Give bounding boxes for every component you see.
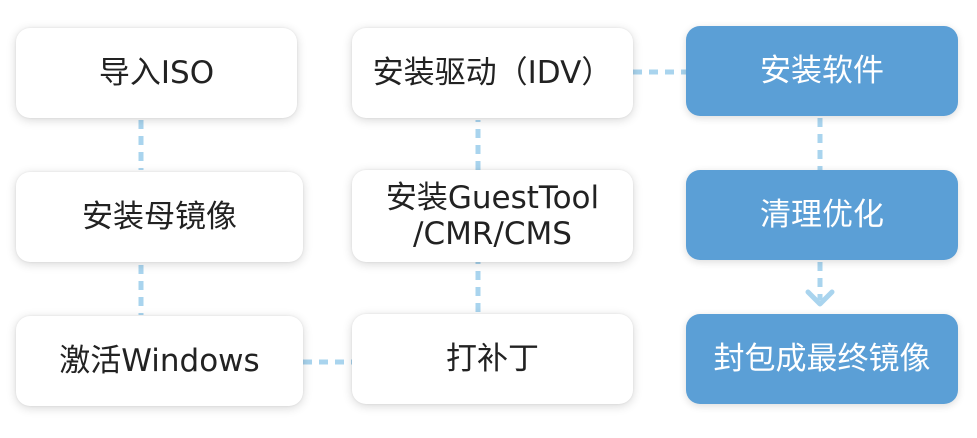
step-install-parent-image-label: 安装母镜像 — [82, 199, 237, 235]
step-install-guesttool-label: 安装GuestTool /CMR/CMS — [385, 180, 600, 252]
arrow-head-icon — [805, 289, 835, 307]
step-package-final-image-label: 封包成最终镜像 — [713, 341, 931, 377]
step-activate-windows-label: 激活Windows — [59, 343, 260, 379]
step-patch: 打补丁 — [352, 314, 633, 404]
step-install-guesttool: 安装GuestTool /CMR/CMS — [352, 170, 633, 262]
step-import-iso-label: 导入ISO — [98, 55, 215, 91]
step-cleanup-optimize-label: 清理优化 — [760, 197, 884, 233]
step-install-parent-image: 安装母镜像 — [16, 172, 303, 262]
step-install-software-label: 安装软件 — [760, 53, 884, 89]
step-install-software: 安装软件 — [686, 26, 958, 116]
step-install-driver-label: 安装驱动（IDV） — [372, 55, 613, 91]
step-install-driver: 安装驱动（IDV） — [352, 28, 633, 118]
step-import-iso: 导入ISO — [16, 28, 297, 118]
step-patch-label: 打补丁 — [446, 341, 539, 377]
step-activate-windows: 激活Windows — [16, 316, 303, 406]
step-package-final-image: 封包成最终镜像 — [686, 314, 958, 404]
step-cleanup-optimize: 清理优化 — [686, 170, 958, 260]
